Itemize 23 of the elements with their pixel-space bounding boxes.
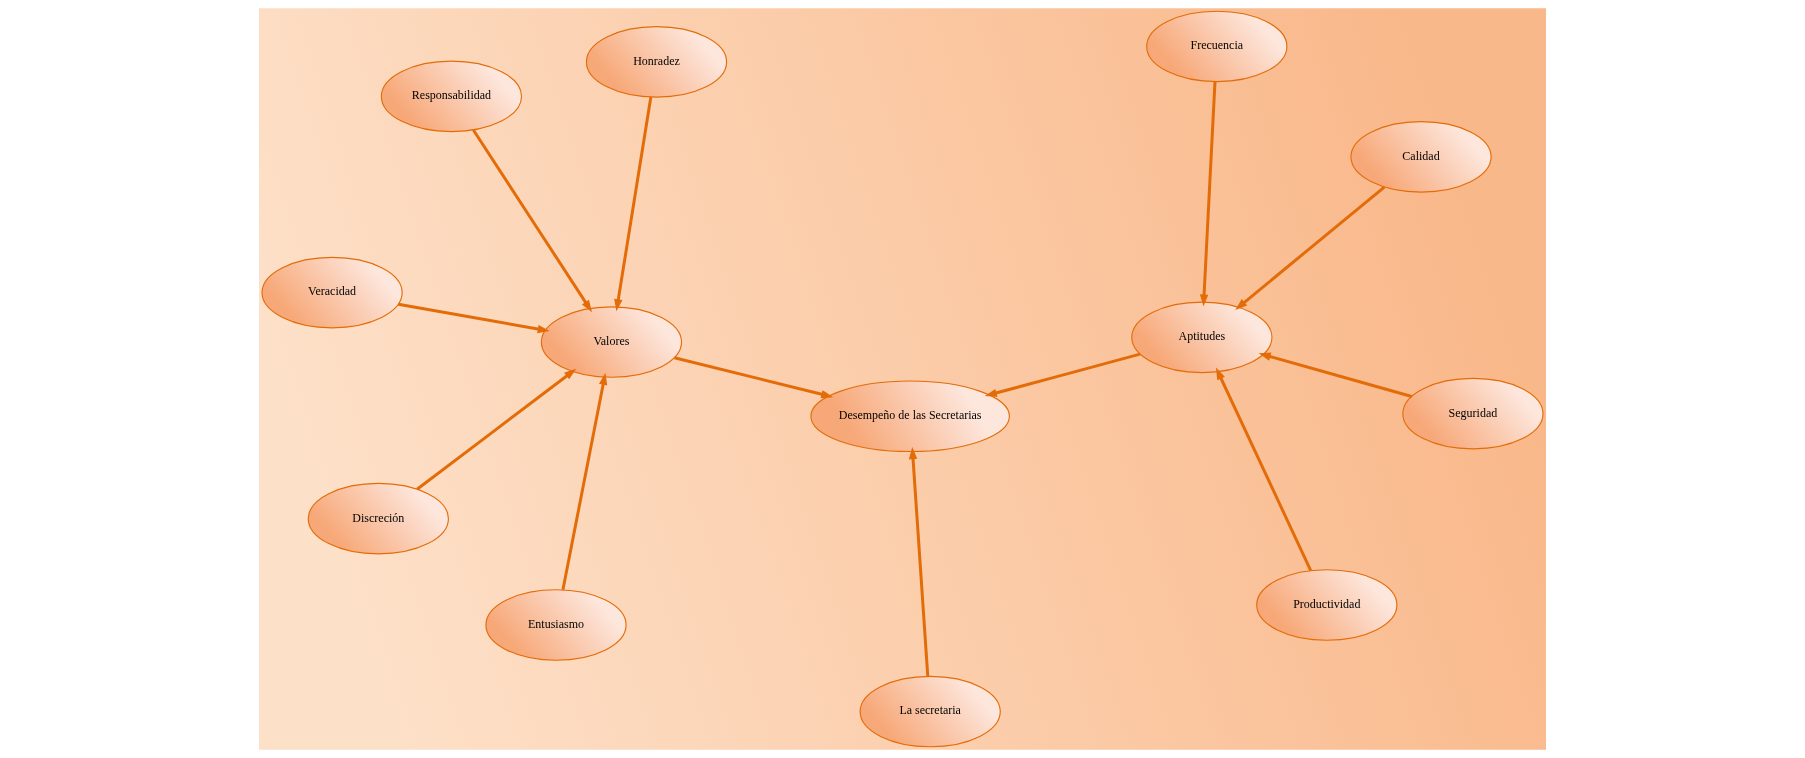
node-ellipse: La secretaria <box>859 675 1001 748</box>
arrow <box>398 302 550 334</box>
arrow <box>472 129 593 313</box>
arrow <box>614 96 653 312</box>
node-ellipse: Seguridad <box>1402 377 1544 450</box>
node-ellipse: Veracidad <box>261 256 403 329</box>
node-ellipse: Desempeño de las Secretarias <box>810 380 1010 453</box>
node-ellipse: Honradez <box>585 26 728 98</box>
arrow <box>416 368 577 491</box>
node-ellipse: Discreción <box>307 482 449 555</box>
node-ellipse: Productividad <box>1256 569 1398 641</box>
arrow <box>561 372 608 591</box>
node-ellipse: Calidad <box>1350 121 1492 193</box>
node-ellipse: Frecuencia <box>1146 10 1288 83</box>
node-ellipse: Responsabilidad <box>380 60 523 133</box>
arrow <box>984 352 1141 397</box>
arrow <box>1258 352 1413 398</box>
arrow <box>1235 185 1386 310</box>
arrow <box>908 447 930 677</box>
arrow <box>1215 367 1313 572</box>
node-ellipse: Entusiasmo <box>485 589 627 661</box>
arrow <box>674 356 834 399</box>
arrow <box>1199 81 1217 307</box>
